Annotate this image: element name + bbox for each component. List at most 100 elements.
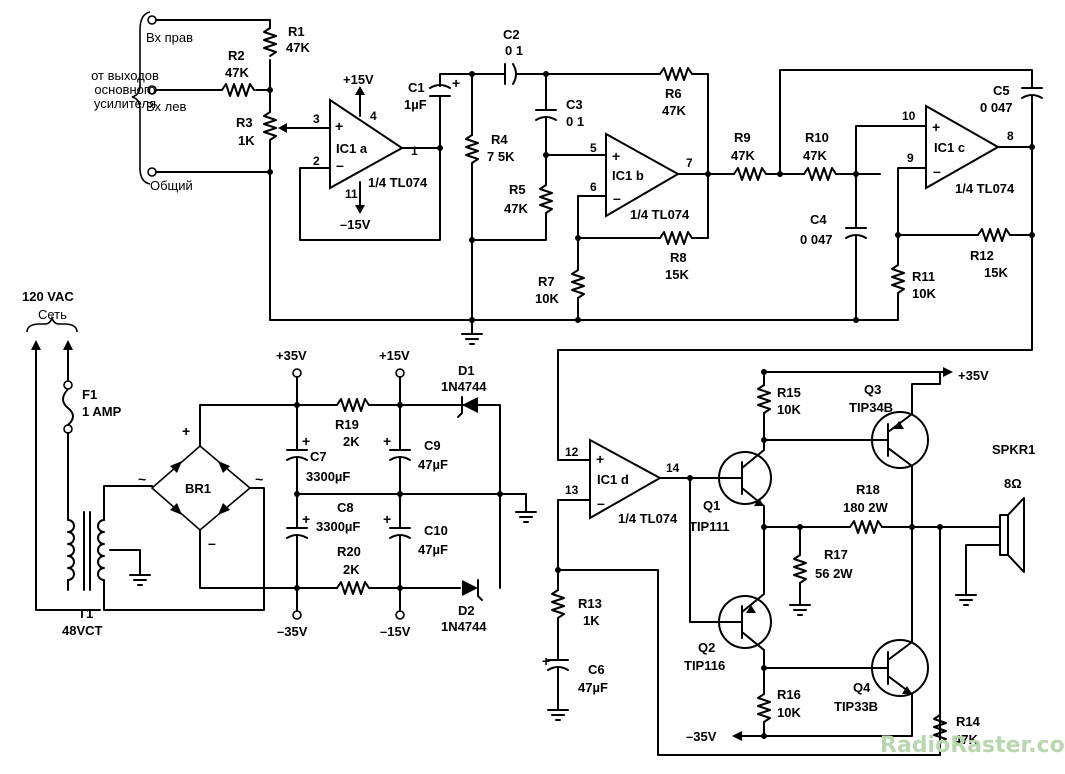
c8-value: 3300µF — [316, 519, 360, 534]
c10-label: C10 — [424, 523, 448, 538]
input-section: от выходов основного усилителя Вх прав В… — [91, 11, 310, 321]
r16-resistor: R16 10K — [757, 665, 801, 737]
ic1b-label: IC1 b — [612, 168, 644, 183]
c7-plus: + — [302, 433, 310, 449]
ic1c-pin8: 8 — [1007, 129, 1014, 143]
r9-value: 47K — [731, 148, 755, 163]
r5-label: R5 — [509, 182, 526, 197]
r6-value: 47K — [662, 103, 686, 118]
r12-label: R12 — [970, 248, 994, 263]
q1-value: TIP111 — [689, 519, 729, 534]
r11-label: R11 — [912, 269, 935, 284]
ic1d-plus: + — [596, 451, 604, 467]
watermark-text: RadioRaster.com.ua — [880, 733, 1065, 758]
ic1d-minus: – — [597, 495, 605, 511]
c3-value: 0 1 — [566, 114, 584, 129]
r17-resistor: R17 56 2W — [789, 526, 853, 616]
ic1b-part: 1/4 TL074 — [630, 207, 690, 222]
r20-label: R20 — [337, 544, 361, 559]
c1-plus: + — [452, 75, 460, 91]
c9-value: 47µF — [418, 457, 448, 472]
c4-value: 0 047 — [800, 232, 833, 247]
r8-resistor: R8 15K — [659, 173, 709, 282]
speaker-icon — [999, 514, 1009, 556]
t1-label: T1 — [78, 606, 93, 621]
ground-icon-r17 — [789, 604, 811, 616]
source-label-2: основного — [94, 82, 155, 97]
ic1a-pin11: 11 — [345, 187, 358, 201]
r14-label: R14 — [956, 714, 981, 729]
r18-label: R18 — [856, 482, 880, 497]
q4-transistor: Q4 TIP33B — [763, 526, 929, 716]
f1-value: 1 AMP — [82, 404, 122, 419]
transformer-secondary — [97, 519, 105, 581]
ic1c-label: IC1 c — [934, 140, 965, 155]
ic1b-opamp: + – IC1 b 1/4 TL074 5 6 7 — [545, 132, 735, 271]
r4-label: R4 — [491, 132, 508, 147]
d2-value: 1N4744 — [441, 619, 487, 634]
minus15-label: –15V — [380, 624, 411, 639]
mains-brace — [26, 315, 78, 333]
r9-resistor: R9 47K — [731, 130, 805, 181]
plus35-out-label: +35V — [958, 368, 989, 383]
ic1d-part: 1/4 TL074 — [618, 511, 678, 526]
ic1d-opamp: + – IC1 d 1/4 TL074 12 13 14 — [555, 438, 941, 756]
d1-label: D1 — [458, 363, 475, 378]
input-left-label: Вх лев — [146, 99, 186, 114]
ground-icon-top — [461, 333, 483, 345]
r8-label: R8 — [670, 250, 687, 265]
r17-value: 56 2W — [815, 566, 853, 581]
c7-label: C7 — [310, 449, 327, 464]
r1-value: 47K — [286, 40, 310, 55]
c4-capacitor: C4 0 047 — [800, 173, 867, 323]
ic1d-label: IC1 d — [597, 472, 629, 487]
ic1c-minus: – — [933, 163, 941, 179]
minus35-label: –35V — [277, 624, 308, 639]
ic1c-plus: + — [932, 119, 940, 135]
plus35-label: +35V — [276, 348, 307, 363]
r10-value: 47K — [803, 148, 827, 163]
ic1b-pin7: 7 — [686, 156, 693, 170]
r3-potentiometer — [263, 111, 277, 146]
ic1b-minus: – — [613, 190, 621, 206]
r10-resistor: R10 47K — [803, 130, 881, 181]
r14-resistor: R14 47K — [933, 526, 981, 756]
r13-label: R13 — [578, 596, 602, 611]
transformer-primary — [67, 519, 75, 581]
ic1b-pin5: 5 — [590, 141, 597, 155]
c1-label: C1 — [408, 80, 425, 95]
r18-resistor: R18 180 2W — [761, 482, 1001, 534]
c2-value: 0 1 — [505, 43, 523, 58]
q1-transistor: Q1 TIP111 — [689, 439, 772, 534]
r20-value: 2K — [343, 562, 360, 577]
ic1a-pin3: 3 — [313, 112, 320, 126]
input-common-label: Общий — [150, 178, 193, 193]
q2-transistor: Q2 TIP116 — [684, 477, 772, 681]
d2-zener-diode — [462, 580, 478, 596]
ground-icon-c6 — [547, 709, 569, 721]
r9-label: R9 — [734, 130, 751, 145]
ic1a-vpos-label: +15V — [343, 72, 374, 87]
speaker-label: SPKR1 — [992, 442, 1035, 457]
ic1b-plus: + — [612, 148, 620, 164]
ground-icon-transformer — [129, 574, 151, 586]
r5-value: 47K — [504, 201, 528, 216]
source-label-1: от выходов — [91, 68, 159, 83]
c8-label: C8 — [337, 500, 354, 515]
ic1c-pin9: 9 — [907, 151, 914, 165]
c6-label: C6 — [588, 662, 605, 677]
ic1a-plus: + — [335, 118, 343, 134]
q1-label: Q1 — [703, 498, 720, 513]
r7-value: 10K — [535, 291, 559, 306]
bridge-ac2: ~ — [255, 471, 263, 487]
minus35-out-label: –35V — [686, 729, 717, 744]
ground-rail — [269, 317, 899, 345]
d1-value: 1N4744 — [441, 379, 487, 394]
ic1a-minus: – — [336, 157, 344, 173]
q2-label: Q2 — [698, 640, 715, 655]
r5-resistor: R5 47K — [469, 182, 553, 243]
bridge-ac1: ~ — [138, 471, 146, 487]
r1-resistor — [263, 27, 277, 57]
r2-value: 47K — [225, 65, 249, 80]
r10-label: R10 — [805, 130, 829, 145]
